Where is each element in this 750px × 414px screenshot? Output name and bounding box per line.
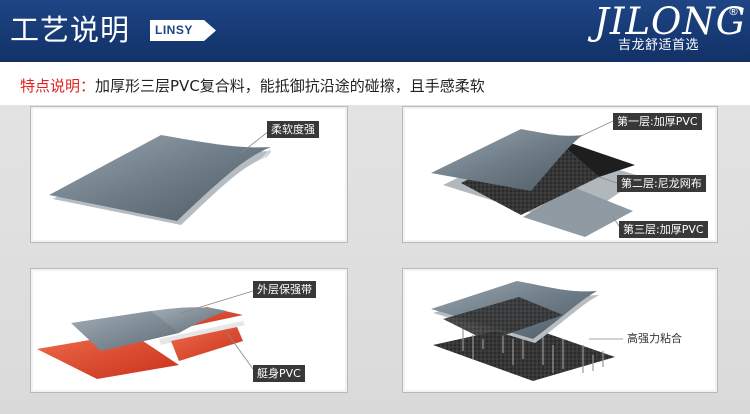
feature-label: 特点说明： — [20, 77, 96, 95]
badge-arrow-icon — [150, 20, 216, 41]
tag-hull-pvc: 艇身PVC — [253, 365, 305, 382]
panel-softness: 柔软度强 — [30, 106, 348, 243]
three-layer-illustration — [431, 120, 643, 237]
tag-softness: 柔软度强 — [267, 121, 319, 138]
linsy-badge: LINSY — [150, 20, 216, 41]
header-bar: 工艺说明 LINSY JILONG ® 吉龙舒适首选 — [0, 0, 750, 62]
tag-layer-1: 第一层:加厚PVC — [613, 113, 702, 130]
panel-reinforcement: 外层保强带 艇身PVC — [30, 268, 348, 393]
registered-mark: ® — [728, 5, 739, 18]
reinforcement-illustration — [37, 290, 254, 379]
panel-bonding: 高强力粘合 — [402, 268, 718, 393]
tag-layer-3: 第三层:加厚PVC — [619, 221, 708, 238]
tag-layer-2: 第二层:尼龙网布 — [617, 175, 706, 192]
bonding-illustration — [431, 281, 623, 381]
panel-layers: 第一层:加厚PVC 第二层:尼龙网布 第三层:加厚PVC — [402, 106, 718, 243]
page-title: 工艺说明 — [10, 13, 131, 47]
badge-label: LINSY — [155, 23, 193, 37]
label-strong-bond: 高强力粘合 — [627, 332, 682, 345]
logo-tagline: 吉龙舒适首选 — [618, 38, 700, 53]
feature-text: 加厚形三层PVC复合料，能抵御抗沿途的碰擦，且手感柔软 — [95, 77, 485, 95]
jilong-logo: JILONG ® 吉龙舒适首选 — [586, 0, 746, 60]
curled-sheet-illustration — [49, 130, 271, 225]
feature-description: 特点说明：加厚形三层PVC复合料，能抵御抗沿途的碰擦，且手感柔软 — [20, 72, 485, 100]
logo-wordmark: JILONG — [594, 0, 747, 43]
tag-outer-band: 外层保强带 — [253, 281, 316, 298]
